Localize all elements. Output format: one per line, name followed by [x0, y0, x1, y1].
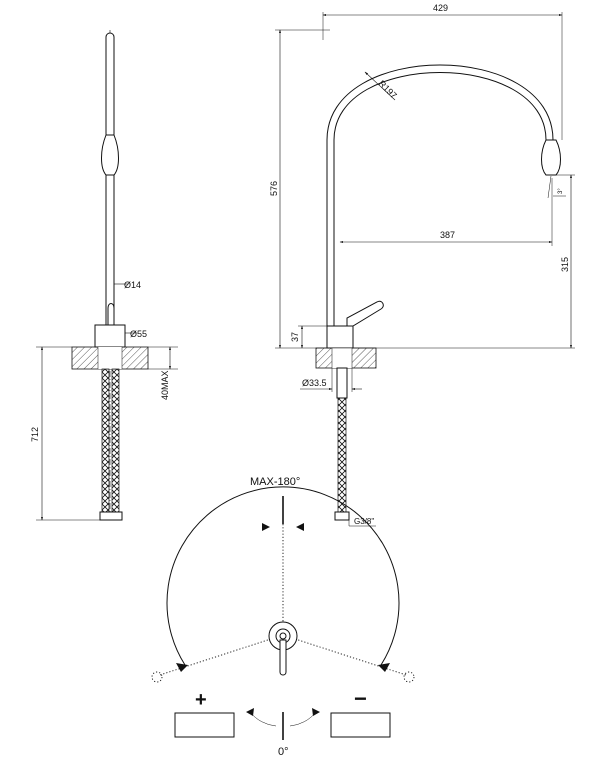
- spout-position-left: [151, 671, 163, 683]
- dim-hose-length: 712: [30, 427, 40, 442]
- side-upper-pipe: [105, 32, 115, 139]
- dim-total-height: 576: [269, 181, 279, 196]
- mixer-lever-top: [279, 639, 287, 676]
- hot-indicator-box: [174, 712, 235, 738]
- dim-deck-thickness: 40MAX: [160, 370, 170, 400]
- dim-outlet-angle: 3°: [558, 188, 564, 194]
- front-lever-handle: [346, 300, 384, 327]
- front-hose: [337, 397, 347, 515]
- front-hose-nut: [334, 511, 350, 521]
- front-body: [326, 325, 354, 349]
- side-hose-right: [111, 368, 120, 515]
- dim-pipe-diameter: Ø14: [124, 280, 141, 290]
- dim-connection-thread: G3/8": [354, 517, 374, 526]
- rotation-sweep-arc: [166, 486, 400, 666]
- cold-indicator-box: [330, 712, 391, 738]
- dim-spout-height: 315: [560, 257, 570, 272]
- dim-base-height: 37: [290, 332, 300, 342]
- dim-body-diameter: Ø55: [130, 329, 147, 339]
- hot-symbol: +: [195, 689, 207, 711]
- side-handle: [107, 303, 115, 326]
- dim-bend-radius: R197: [377, 78, 399, 100]
- rotation-diagram: MAX-180° 0° + −: [151, 476, 415, 758]
- side-lower-pipe: [105, 174, 115, 326]
- side-view: Ø14 Ø55 40MAX 712: [30, 30, 178, 521]
- cold-symbol: −: [354, 686, 367, 711]
- rotation-zero-label: 0°: [278, 746, 289, 758]
- spout-position-right: [403, 671, 415, 683]
- side-hose-left: [101, 368, 110, 515]
- dim-total-width: 429: [433, 3, 448, 13]
- front-shank: [336, 367, 348, 399]
- dim-reach: 387: [440, 230, 455, 240]
- front-outlet-bulb: [541, 139, 561, 176]
- side-body: [94, 324, 126, 348]
- front-view: 429 576 387 315 R197 3° 37 Ø33.5 G3: [269, 3, 575, 527]
- dim-hole-diameter: Ø33.5: [302, 378, 327, 388]
- side-hose-nut: [99, 511, 123, 521]
- side-spout-bulb: [101, 134, 119, 176]
- rotation-max-label: MAX-180°: [250, 476, 300, 488]
- front-gooseneck-spout: [326, 64, 554, 327]
